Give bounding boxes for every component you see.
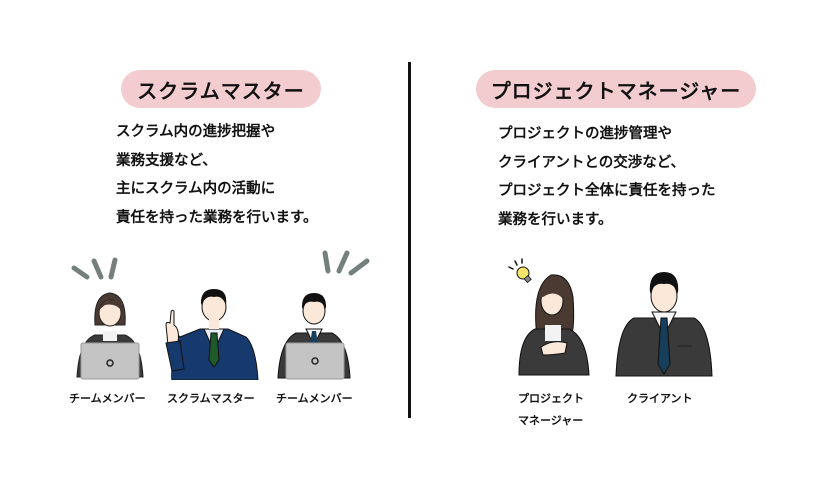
description-line: 業務を行います。: [498, 211, 613, 228]
project-manager-woman-lightbulb-icon: [508, 258, 590, 376]
scrum-master-man-pointing-icon: [165, 289, 259, 380]
scrum-master-description: スクラム内の進捗把握や 業務支援など、 主にスクラム内の活動に 責任を持った業務…: [116, 118, 318, 232]
client-label: クライアント: [627, 392, 693, 405]
scrum-master-title-badge: スクラムマスター: [121, 70, 321, 108]
project-manager-label: プロジェクト マネージャー: [518, 388, 584, 432]
description-line: スクラム内の進捗把握や: [116, 124, 276, 140]
description-line: プロジェクト全体に責任を持った: [498, 183, 716, 199]
team-member-label: チームメンバー: [276, 392, 353, 405]
project-manager-title: プロジェクトマネージャー: [490, 78, 742, 103]
label-line: プロジェクト: [518, 392, 584, 405]
project-manager-description: プロジェクトの進捗管理や クライアントとの交渉など、 プロジェクト全体に責任を持…: [498, 120, 716, 234]
project-manager-title-badge: プロジェクトマネージャー: [476, 70, 756, 108]
vertical-divider: [408, 62, 411, 418]
team-member-label: チームメンバー: [69, 392, 146, 405]
description-line: クライアントとの交渉など、: [498, 154, 686, 171]
scrum-master-title: スクラムマスター: [137, 78, 305, 103]
scrum-master-label: スクラムマスター: [167, 392, 255, 405]
label-line: マネージャー: [518, 414, 584, 427]
team-member-man-laptop-icon: [277, 250, 370, 380]
description-line: プロジェクトの進捗管理や: [498, 126, 672, 142]
description-line: 業務支援など、: [116, 152, 217, 169]
description-line: 責任を持った業務を行います。: [116, 209, 318, 226]
client-man-suit-icon: [615, 272, 713, 377]
team-member-woman-laptop-icon: [71, 257, 144, 380]
description-line: 主にスクラム内の活動に: [116, 181, 276, 197]
